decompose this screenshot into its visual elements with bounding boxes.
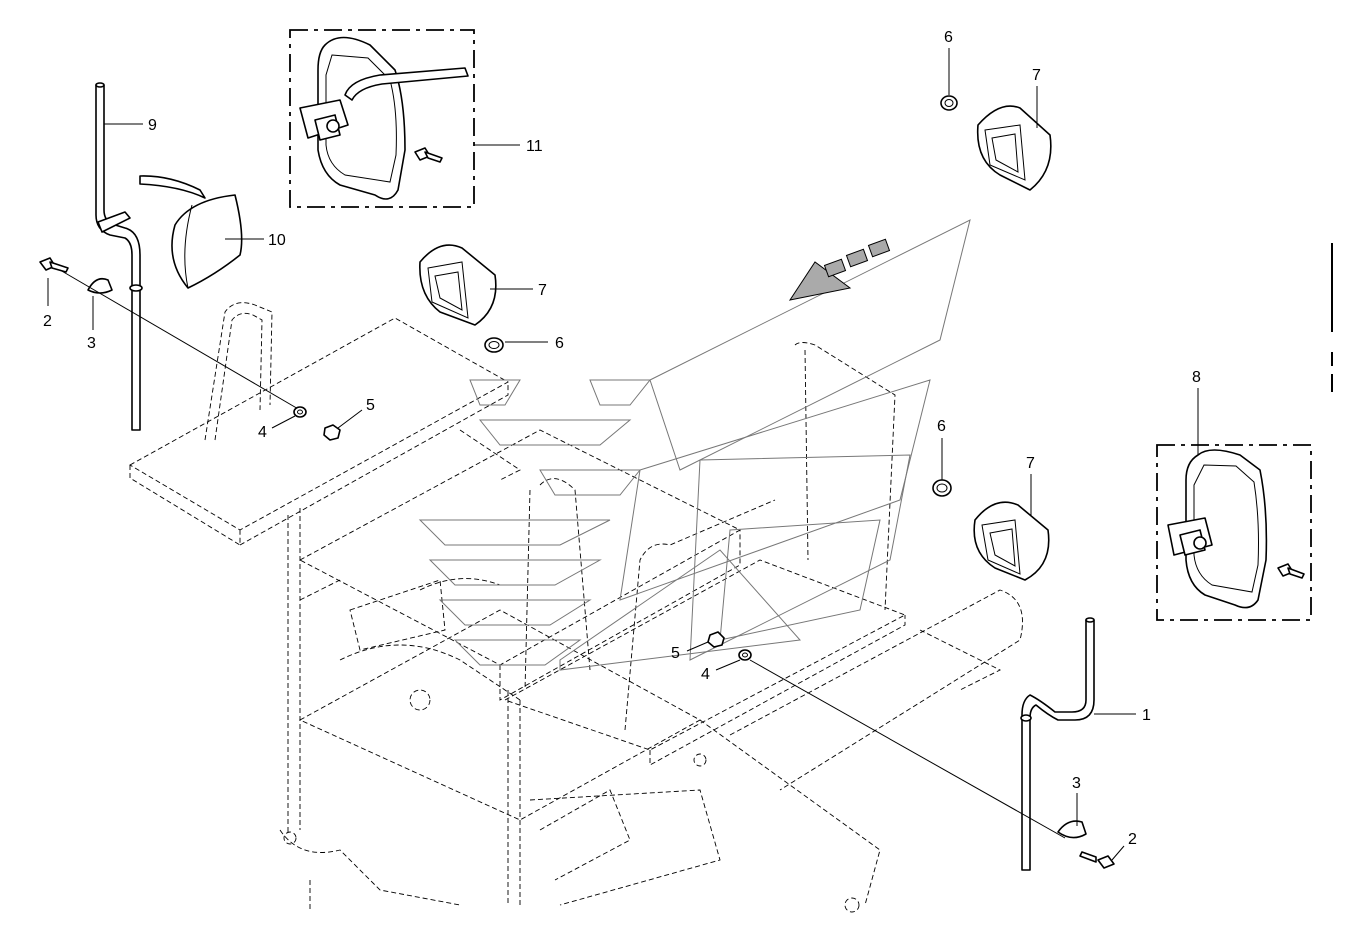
- callout-11: 11: [526, 138, 543, 155]
- grommet-top: [940, 95, 958, 111]
- work-lamp-lower-right: [973, 501, 1050, 581]
- callout-3-left: 3: [87, 335, 96, 352]
- direction-arrow: [788, 238, 891, 301]
- callout-8: 8: [1192, 369, 1201, 386]
- grommet-middle: [484, 337, 504, 353]
- work-lamp-top-right: [976, 105, 1052, 191]
- washer-nut-right: [707, 631, 1066, 839]
- callout-4-right: 4: [701, 666, 710, 683]
- callout-3-right: 3: [1072, 775, 1081, 792]
- callout-6-top: 6: [944, 29, 953, 46]
- work-lamp-middle: [419, 244, 497, 326]
- callout-5-right: 5: [671, 645, 680, 662]
- callout-1: 1: [1142, 707, 1151, 724]
- callout-5-left: 5: [366, 397, 375, 414]
- washer-nut-left: [293, 406, 341, 441]
- callout-6-middle: 6: [555, 335, 564, 352]
- callout-7-middle: 7: [538, 282, 547, 299]
- callout-10: 10: [268, 232, 286, 249]
- mirror-bracket-left: [95, 82, 143, 431]
- mirror-glass-left: [139, 175, 243, 289]
- watermark-logo: [418, 219, 971, 671]
- mirror-bracket-right: [1020, 617, 1095, 871]
- mirror-assembly-top: [289, 29, 475, 208]
- callout-7-top: 7: [1032, 67, 1041, 84]
- machine-frame: [129, 302, 1023, 913]
- callout-9: 9: [148, 117, 157, 134]
- callout-2-right: 2: [1128, 831, 1137, 848]
- callout-4-left: 4: [258, 424, 267, 441]
- bolt-clamp-left: [39, 257, 301, 411]
- callout-6-lower: 6: [937, 418, 946, 435]
- callout-labels: 9 10 11 7 6 6 7 6 7 8 1 3 2 2 3 4 5 5 4: [43, 29, 1201, 848]
- bolt-clamp-right: [1057, 820, 1115, 869]
- leader-lines: [47, 48, 1199, 861]
- callout-2-left: 2: [43, 313, 52, 330]
- mirror-assembly-right: [1156, 444, 1312, 621]
- grommet-lower: [932, 479, 952, 497]
- callout-7-lower: 7: [1026, 455, 1035, 472]
